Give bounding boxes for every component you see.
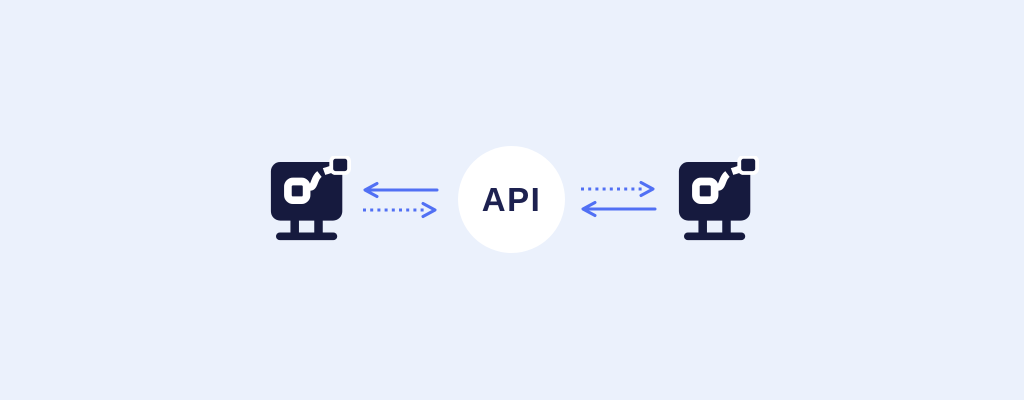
client-node-right <box>677 154 760 246</box>
connection-left <box>360 181 440 219</box>
solid-arrow-left-icon <box>581 201 657 217</box>
dotted-arrow-right-icon <box>363 202 437 218</box>
monitor-leg-left <box>698 218 707 235</box>
monitor-leg-right <box>722 218 731 235</box>
api-label: API <box>481 181 542 218</box>
monitor-plug-icon <box>678 154 760 241</box>
connector-port <box>692 177 719 205</box>
connector-port <box>284 177 311 205</box>
monitor-leg-left <box>290 218 299 235</box>
connection-right <box>578 180 658 218</box>
monitor-leg-right <box>314 218 323 235</box>
monitor-base <box>684 232 746 241</box>
api-node: API <box>458 146 565 253</box>
dotted-arrow-right-icon <box>581 181 655 197</box>
plug-square <box>329 154 352 175</box>
monitor-base <box>276 232 338 241</box>
client-node-left <box>269 154 352 246</box>
solid-arrow-left-icon <box>363 182 439 198</box>
monitor-plug-icon <box>270 154 352 241</box>
plug-square <box>737 154 760 175</box>
